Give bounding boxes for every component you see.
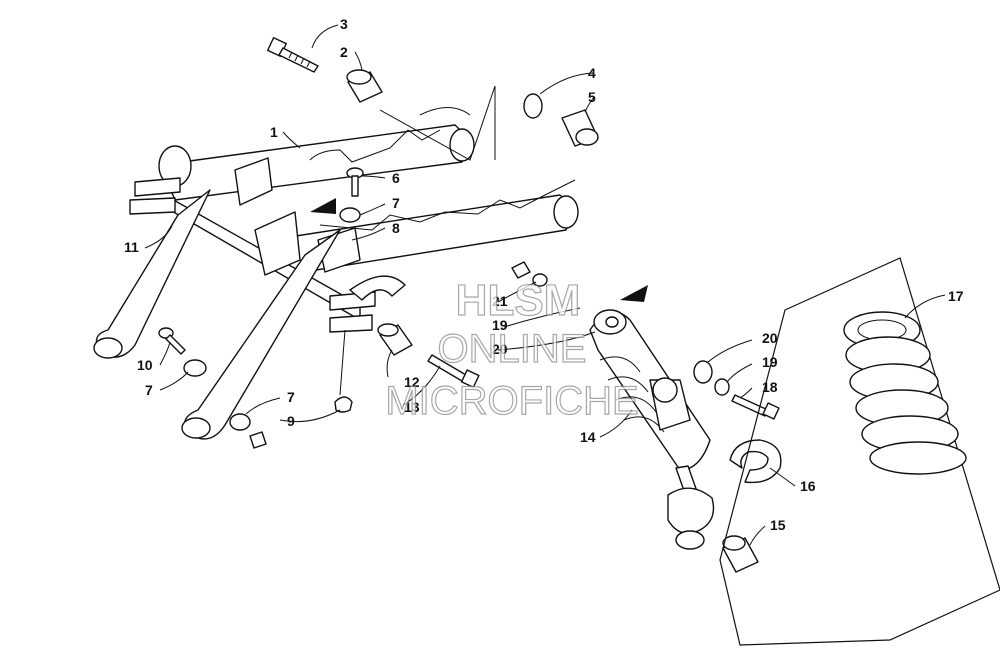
shock-absorber-14: [589, 309, 715, 550]
washer-19: [714, 378, 730, 396]
callout-15: 15: [770, 517, 786, 533]
direction-arrow-right: [620, 285, 648, 302]
watermark-line-1: HLSM: [456, 276, 581, 325]
callout-18: 18: [762, 379, 778, 395]
spring-group-outline: [719, 257, 1000, 646]
direction-arrow-left: [310, 198, 336, 214]
callout-labels: 3 2 4 5 1 6 7 8 11 21 19 20 17 20 19 18 …: [124, 16, 964, 533]
callout-12: 12: [404, 374, 420, 390]
washer-4: [523, 93, 543, 119]
callout-7-middle: 7: [145, 382, 153, 398]
callout-16: 16: [800, 478, 816, 494]
watermark-line-2: ONLINE: [438, 327, 587, 371]
callout-2: 2: [340, 44, 348, 60]
callout-1: 1: [270, 124, 278, 140]
nut-lower: [249, 431, 267, 449]
callout-5: 5: [588, 89, 596, 105]
washer-20: [693, 360, 713, 384]
screw-6: [346, 167, 364, 197]
rear-arm-assembly: [93, 107, 579, 440]
bolt-18: [731, 394, 780, 420]
bushing-5: [561, 109, 599, 147]
bolt-13: [427, 354, 480, 389]
callout-20-right: 20: [762, 330, 778, 346]
callout-21: 21: [492, 293, 508, 309]
bushing-2: [346, 69, 383, 103]
callout-14: 14: [580, 429, 596, 445]
coil-spring-17: [843, 311, 967, 475]
callout-10: 10: [137, 357, 153, 373]
bushing-12: [377, 323, 413, 356]
nut-9: [334, 396, 353, 413]
callout-11: 11: [124, 239, 139, 255]
leader-lines: [144, 24, 946, 546]
bolt-3: [266, 36, 319, 73]
callout-20-left: 20: [492, 341, 508, 357]
callout-19-left: 19: [492, 317, 508, 333]
bushing-15: [722, 535, 759, 573]
washer-7-lower: [229, 413, 251, 431]
watermark: HLSM ONLINE MICROFICHE: [385, 275, 640, 423]
watermark-line-3: MICROFICHE: [385, 379, 638, 423]
spring-retainer-16: [729, 439, 782, 484]
callout-17: 17: [948, 288, 964, 304]
callout-8: 8: [392, 220, 400, 236]
callout-4: 4: [588, 65, 596, 81]
callout-9: 9: [287, 413, 295, 429]
nut-21: [511, 261, 548, 287]
washer-7-middle: [183, 359, 207, 377]
callout-6: 6: [392, 170, 400, 186]
callout-3: 3: [340, 16, 348, 32]
callout-7-lower: 7: [287, 389, 295, 405]
callout-19-right: 19: [762, 354, 778, 370]
washer-7-upper: [339, 207, 361, 223]
callout-7-upper: 7: [392, 195, 400, 211]
callout-13: 13: [404, 399, 420, 415]
bolt-10: [158, 327, 186, 355]
